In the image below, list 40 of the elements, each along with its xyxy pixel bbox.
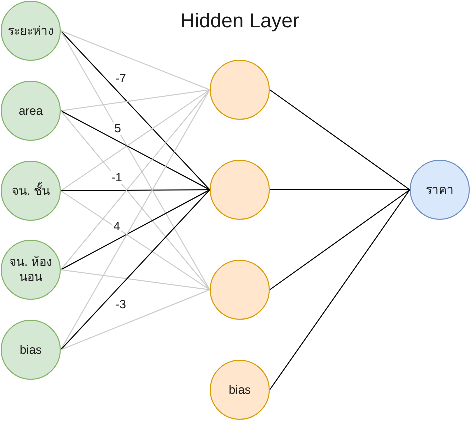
connection-line <box>270 190 410 390</box>
connection-line <box>60 30 210 290</box>
connection-line <box>60 90 210 112</box>
connection-line <box>60 190 210 290</box>
connection-line <box>60 270 210 290</box>
connection-line <box>60 90 210 350</box>
neuron-label: จน. ห้องนอน <box>8 255 54 285</box>
input-neuron <box>1 1 61 61</box>
input-neuron <box>1 161 61 221</box>
neuron-label: bias <box>20 342 42 358</box>
neuron-label: bias <box>228 382 251 398</box>
connection-line <box>60 190 210 270</box>
connection-line <box>60 110 210 190</box>
hidden-neuron <box>210 360 270 420</box>
connection-line <box>270 190 410 290</box>
connection-line <box>60 190 210 192</box>
hidden-neuron <box>210 260 270 320</box>
input-neuron <box>1 240 61 300</box>
neuron-label: จน. ชั้น <box>12 184 50 198</box>
input-neuron <box>1 81 61 141</box>
neuron-label: ระยะห่าง <box>8 24 54 38</box>
connection-line <box>60 90 210 270</box>
connection-line <box>60 90 210 192</box>
connection-line <box>270 90 410 190</box>
connection-line <box>60 30 210 190</box>
layer-title: Hidden Layer <box>180 10 300 34</box>
connection-line <box>60 110 210 290</box>
edge-label: 4 <box>112 220 122 234</box>
input-neuron <box>1 320 61 380</box>
hidden-neuron <box>210 160 270 220</box>
edge-label: -3 <box>114 298 128 312</box>
edge-label: -1 <box>110 171 124 185</box>
neuron-label: ราคา <box>426 182 454 198</box>
connection-line <box>60 190 210 350</box>
connection-line <box>60 290 210 350</box>
neuron-label: area <box>18 104 44 118</box>
output-neuron <box>410 160 470 220</box>
edge-label: 5 <box>114 122 122 136</box>
hidden-neuron <box>210 60 270 120</box>
connection-line <box>60 30 210 90</box>
